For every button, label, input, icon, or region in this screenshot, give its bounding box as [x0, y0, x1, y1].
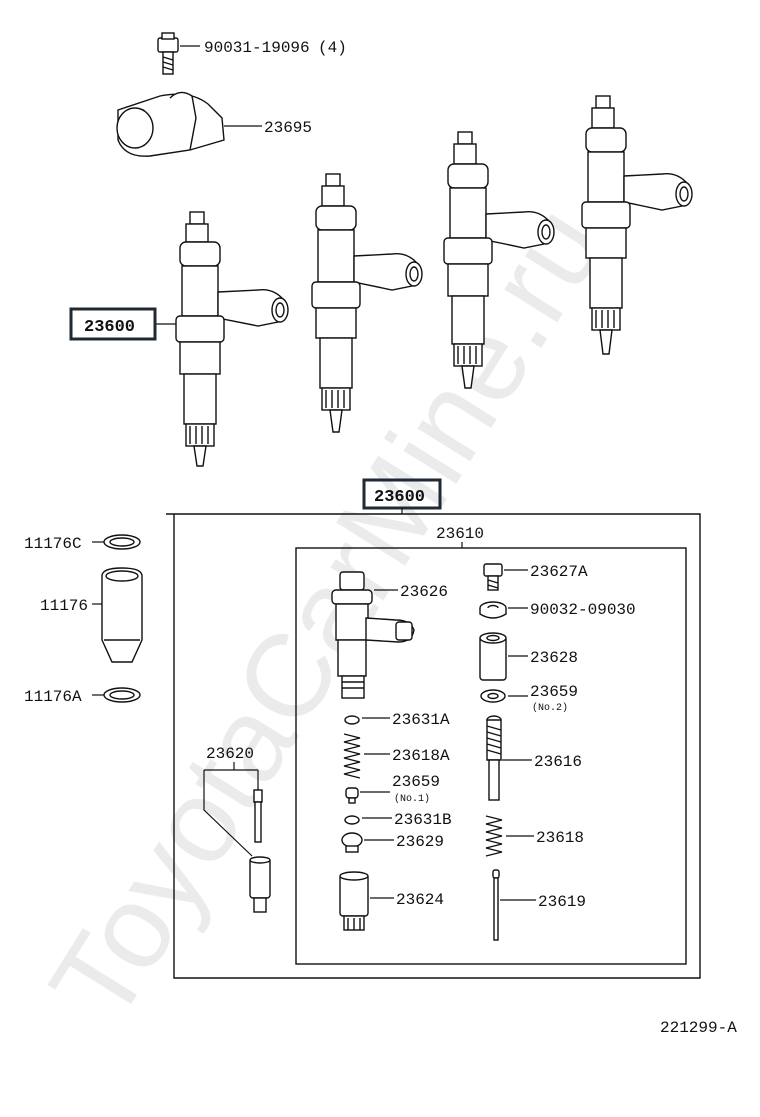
washer-23659-no2[interactable]	[480, 689, 506, 703]
label-spring-618a[interactable]: 23618A	[392, 747, 450, 765]
nut-90032-09030[interactable]	[479, 601, 507, 619]
label-bolt-627a[interactable]: 23627A	[530, 563, 588, 581]
gasket-11176a[interactable]	[103, 687, 141, 703]
body-tool-sleeve[interactable]	[249, 856, 271, 913]
spring-23618[interactable]	[485, 815, 503, 857]
label-washer-631a[interactable]: 23631A	[392, 711, 450, 729]
label-washer-659-no2[interactable]: 23659	[530, 683, 578, 701]
label-seat[interactable]: 11176	[40, 597, 88, 615]
injector-4[interactable]	[581, 95, 693, 355]
nozzle-23624[interactable]	[339, 871, 369, 931]
label-gasket-c[interactable]: 11176C	[24, 535, 82, 553]
label-seat-629[interactable]: 23629	[396, 833, 444, 851]
gasket-11176c[interactable]	[103, 534, 141, 550]
diagram-code: 221299-A	[660, 1019, 737, 1037]
washer-23631a[interactable]	[344, 715, 360, 725]
rod-23619[interactable]	[492, 869, 500, 941]
label-clamp[interactable]: 23695	[264, 119, 312, 137]
callout-box-injector-side	[69, 307, 157, 341]
label-injector-set[interactable]: 23600	[374, 488, 425, 507]
label-seat-659-no1-note: (No.1)	[394, 793, 430, 805]
seat-23659-no1[interactable]	[345, 787, 359, 804]
body-tool-pin[interactable]	[253, 789, 263, 843]
retaining-nut-23628[interactable]	[479, 632, 507, 681]
spacer-23616[interactable]	[486, 715, 502, 801]
label-gasket-a[interactable]: 11176A	[24, 688, 82, 706]
bolt-top[interactable]	[157, 32, 179, 75]
label-rod-619[interactable]: 23619	[538, 893, 586, 911]
label-retaining-nut[interactable]: 23628	[530, 649, 578, 667]
label-seat-659-no1[interactable]: 23659	[392, 773, 440, 791]
label-bolt-top-qty: (4)	[318, 39, 347, 57]
injector-2[interactable]	[311, 173, 423, 433]
label-body-tool[interactable]: 23620	[206, 745, 254, 763]
label-injector-side[interactable]: 23600	[84, 318, 135, 337]
injector-1[interactable]	[175, 211, 289, 467]
label-washer-659-no2-note: (No.2)	[532, 702, 568, 714]
label-nozzle-holder-assy[interactable]: 23610	[436, 525, 484, 543]
label-holder-body[interactable]: 23626	[400, 583, 448, 601]
label-spacer[interactable]: 23616	[534, 753, 582, 771]
label-washer-631b[interactable]: 23631B	[394, 811, 452, 829]
washer-23631b[interactable]	[344, 815, 360, 825]
label-bolt-top[interactable]: 90031-19096	[204, 39, 310, 57]
label-nut[interactable]: 90032-09030	[530, 601, 636, 619]
outer-frame	[166, 513, 701, 979]
label-spring-618[interactable]: 23618	[536, 829, 584, 847]
injector-3[interactable]	[443, 131, 555, 389]
holder-body-23626[interactable]	[331, 571, 415, 699]
label-nozzle-624[interactable]: 23624	[396, 891, 444, 909]
injector-clamp[interactable]	[116, 91, 225, 157]
spring-23618a[interactable]	[343, 733, 361, 779]
bolt-23627a[interactable]	[483, 563, 503, 591]
seat-11176[interactable]	[101, 567, 143, 663]
inner-frame	[295, 547, 687, 965]
seat-23629[interactable]	[341, 832, 363, 853]
